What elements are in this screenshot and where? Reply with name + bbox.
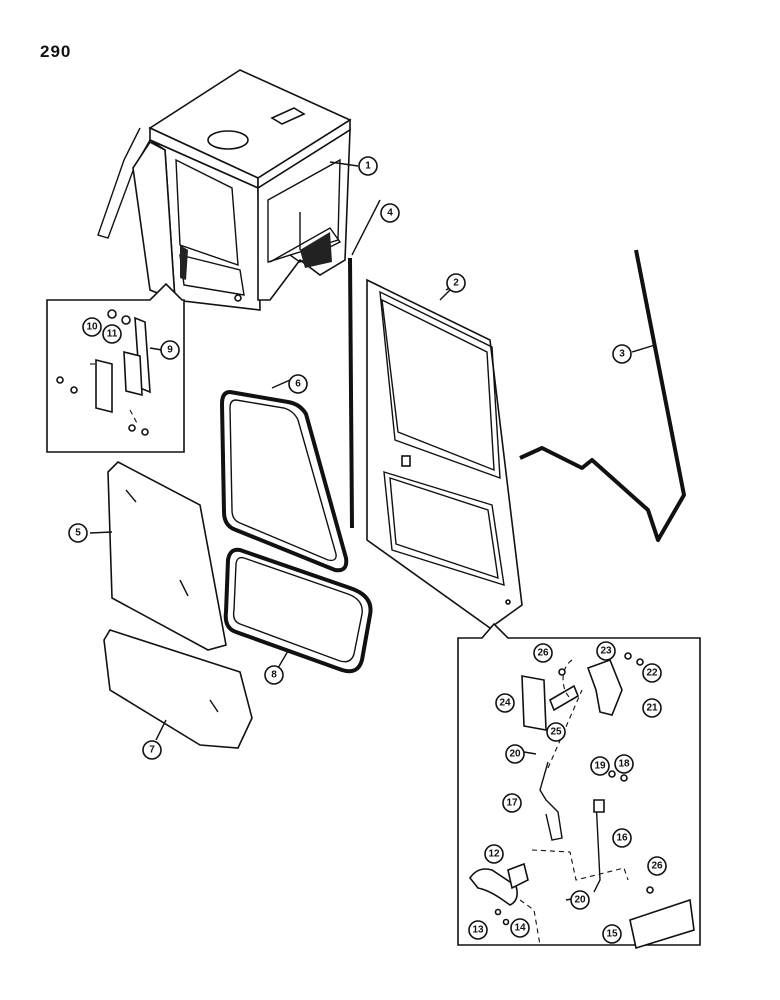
callout-21: 21 [642, 698, 662, 718]
door-seal [519, 249, 686, 542]
callout-24: 24 [495, 693, 515, 713]
latch-inset [457, 622, 701, 950]
svg-text:20: 20 [574, 895, 586, 906]
callout-26-lower: 26 [647, 856, 667, 876]
seal-strip [348, 257, 354, 529]
svg-text:25: 25 [550, 727, 562, 738]
callout-9: 9 [160, 340, 180, 360]
callout-19: 19 [590, 756, 610, 776]
cab-frame [97, 69, 352, 311]
svg-text:10: 10 [86, 322, 98, 333]
callout-12: 12 [484, 844, 504, 864]
callout-1: 1 [358, 156, 378, 176]
callout-10: 10 [82, 317, 102, 337]
svg-text:3: 3 [619, 349, 625, 360]
svg-text:19: 19 [594, 761, 606, 772]
door [366, 278, 523, 629]
callout-8: 8 [264, 665, 284, 685]
svg-text:7: 7 [149, 745, 155, 756]
svg-text:11: 11 [107, 329, 118, 340]
svg-text:20: 20 [509, 749, 521, 760]
svg-text:21: 21 [646, 703, 658, 714]
svg-text:6: 6 [295, 379, 301, 390]
window-seal-lower [223, 547, 373, 674]
callout-6: 6 [288, 374, 308, 394]
svg-text:4: 4 [387, 208, 393, 219]
callout-7: 7 [142, 740, 162, 760]
callout-3: 3 [612, 344, 632, 364]
glass-lower [103, 629, 253, 749]
svg-text:17: 17 [506, 798, 518, 809]
svg-text:12: 12 [488, 849, 500, 860]
svg-text:13: 13 [472, 925, 484, 936]
svg-text:1: 1 [365, 161, 371, 172]
callout-15: 15 [602, 924, 622, 944]
svg-text:22: 22 [646, 668, 658, 679]
svg-text:26: 26 [651, 861, 663, 872]
callout-25: 25 [546, 722, 566, 742]
callout-5: 5 [68, 523, 88, 543]
window-seal-upper [220, 390, 349, 573]
glass-upper [107, 461, 227, 651]
hinge-inset [46, 282, 185, 453]
svg-text:26: 26 [537, 648, 549, 659]
svg-text:2: 2 [453, 278, 459, 289]
svg-text:15: 15 [606, 929, 618, 940]
callout-26-upper: 26 [533, 643, 553, 663]
callout-4: 4 [380, 203, 400, 223]
svg-text:9: 9 [167, 345, 173, 356]
callout-16: 16 [612, 828, 632, 848]
callout-13: 13 [468, 920, 488, 940]
callout-20-upper: 20 [505, 744, 525, 764]
page-number: 290 [40, 42, 72, 61]
svg-text:16: 16 [616, 833, 628, 844]
callout-20-lower: 20 [570, 890, 590, 910]
svg-text:18: 18 [618, 759, 630, 770]
svg-text:5: 5 [75, 528, 81, 539]
callout-11: 11 [102, 324, 122, 344]
callout-23: 23 [596, 641, 616, 661]
svg-text:24: 24 [499, 698, 511, 709]
callout-22: 22 [642, 663, 662, 683]
callout-18: 18 [614, 754, 634, 774]
svg-text:8: 8 [271, 670, 277, 681]
svg-text:23: 23 [600, 646, 612, 657]
callout-17: 17 [502, 793, 522, 813]
callout-2: 2 [446, 273, 466, 293]
callout-14: 14 [510, 918, 530, 938]
svg-text:14: 14 [514, 923, 526, 934]
